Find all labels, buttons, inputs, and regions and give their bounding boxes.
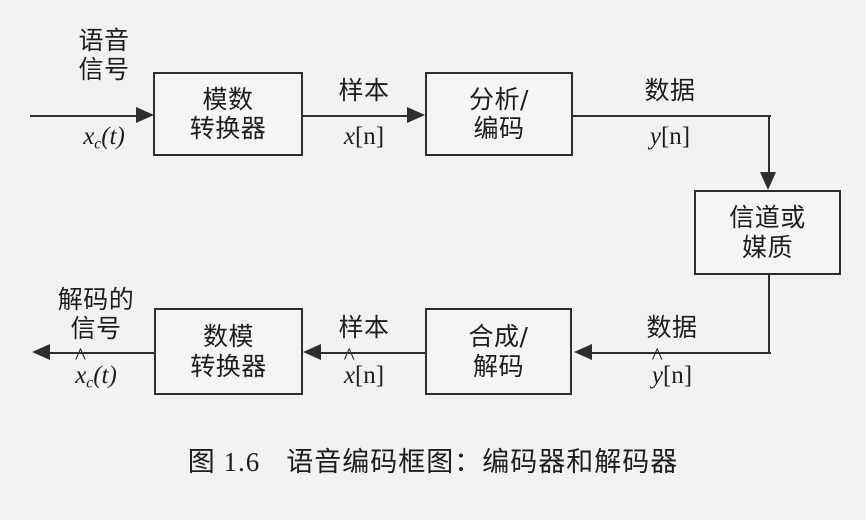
block-adc-line1: 模数 bbox=[202, 84, 254, 114]
data-encoded-symbol: y[n] bbox=[600, 124, 740, 149]
input-signal-symbol-arg: (t) bbox=[101, 123, 125, 150]
block-analysis-encode[interactable]: 分析/ 编码 bbox=[425, 72, 573, 156]
block-adc[interactable]: 模数 转换器 bbox=[153, 72, 303, 156]
block-analysis-encode-line1: 分析/ bbox=[469, 84, 529, 114]
channel-to-synthesis-vertical-line bbox=[768, 274, 770, 354]
input-signal-symbol-sub: c bbox=[94, 135, 102, 153]
data-received-symbol-base: y bbox=[651, 362, 663, 389]
samples-out-symbol-arg: [n] bbox=[354, 362, 385, 389]
input-signal-label: 语音 信号 bbox=[44, 26, 164, 84]
figure-caption-text: 语音编码框图：编码器和解码器 bbox=[286, 447, 679, 478]
synthesis-to-dac-line bbox=[321, 352, 426, 354]
samples-in-symbol: x[n] bbox=[303, 124, 425, 149]
output-signal-symbol-arg: (t) bbox=[93, 362, 117, 389]
samples-in-label: 样本 bbox=[303, 76, 425, 105]
adc-to-analysis-arrow-head bbox=[407, 107, 425, 123]
data-encoded-label: 数据 bbox=[600, 76, 740, 105]
block-synthesis-decode-line2: 解码 bbox=[472, 351, 524, 381]
samples-in-symbol-arg: [n] bbox=[354, 123, 385, 150]
block-synthesis-decode-line1: 合成/ bbox=[468, 322, 529, 351]
input-signal-label-line1: 语音 bbox=[78, 26, 130, 55]
analysis-to-channel-vertical-line bbox=[768, 115, 770, 175]
data-received-symbol: ^y[n] bbox=[602, 346, 742, 389]
samples-in-label-text: 样本 bbox=[338, 76, 390, 105]
data-encoded-label-text: 数据 bbox=[644, 76, 696, 105]
block-adc-line2: 转换器 bbox=[189, 114, 267, 143]
output-signal-label: 解码的 信号 bbox=[36, 285, 156, 343]
output-signal-symbol: ^xc(t) bbox=[36, 346, 156, 392]
channel-to-synthesis-arrow-head bbox=[574, 344, 592, 360]
analysis-to-channel-arrow-head bbox=[760, 172, 776, 190]
samples-out-symbol-hat-group: ^x bbox=[343, 346, 355, 389]
data-received-symbol-hat-group: ^y bbox=[651, 346, 663, 389]
output-signal-symbol-base: x bbox=[75, 362, 87, 389]
block-channel-medium-line2: 媒质 bbox=[741, 232, 793, 262]
block-channel-medium-line1: 信道或 bbox=[729, 203, 806, 232]
block-dac-line2: 转换器 bbox=[190, 351, 267, 381]
data-encoded-symbol-base: y bbox=[649, 123, 661, 150]
output-signal-label-line1: 解码的 bbox=[57, 285, 135, 314]
data-encoded-symbol-arg: [n] bbox=[660, 123, 691, 150]
block-analysis-encode-line2: 编码 bbox=[473, 114, 525, 143]
block-synthesis-decode[interactable]: 合成/ 解码 bbox=[425, 308, 572, 395]
output-arrow-head bbox=[32, 344, 50, 360]
samples-out-label: 样本 bbox=[303, 313, 425, 342]
data-received-symbol-hat: ^ bbox=[651, 344, 663, 371]
output-connector-line bbox=[50, 352, 155, 354]
output-signal-symbol-sub: c bbox=[86, 374, 94, 392]
input-signal-label-line2: 信号 bbox=[78, 55, 130, 84]
block-dac[interactable]: 数模 转换器 bbox=[154, 308, 303, 395]
analysis-to-channel-horizontal-line bbox=[573, 115, 771, 117]
samples-out-label-text: 样本 bbox=[338, 313, 390, 342]
input-arrow-head bbox=[136, 107, 154, 123]
output-signal-symbol-hat: ^ bbox=[74, 344, 87, 371]
channel-to-synthesis-horizontal-line bbox=[592, 352, 771, 354]
data-received-label: 数据 bbox=[602, 313, 742, 342]
output-signal-symbol-hat-group: ^x bbox=[75, 346, 87, 389]
samples-in-symbol-base: x bbox=[343, 123, 355, 150]
samples-out-symbol-base: x bbox=[343, 362, 355, 389]
data-received-label-text: 数据 bbox=[646, 313, 698, 342]
samples-out-symbol-hat: ^ bbox=[343, 344, 355, 371]
adc-to-analysis-line bbox=[303, 115, 408, 117]
block-channel-medium[interactable]: 信道或 媒质 bbox=[694, 190, 841, 275]
input-signal-symbol: xc(t) bbox=[44, 124, 164, 152]
figure-caption-number: 图 1.6 bbox=[187, 447, 261, 477]
input-signal-symbol-base: x bbox=[83, 123, 95, 150]
samples-out-symbol: ^x[n] bbox=[303, 346, 425, 389]
block-dac-line1: 数模 bbox=[202, 322, 254, 351]
data-received-symbol-arg: [n] bbox=[662, 362, 693, 389]
figure-caption: 图 1.6 语音编码框图：编码器和解码器 bbox=[0, 440, 866, 479]
synthesis-to-dac-arrow-head bbox=[303, 344, 321, 360]
input-connector-line bbox=[30, 115, 138, 117]
output-signal-label-line2: 信号 bbox=[70, 314, 122, 343]
